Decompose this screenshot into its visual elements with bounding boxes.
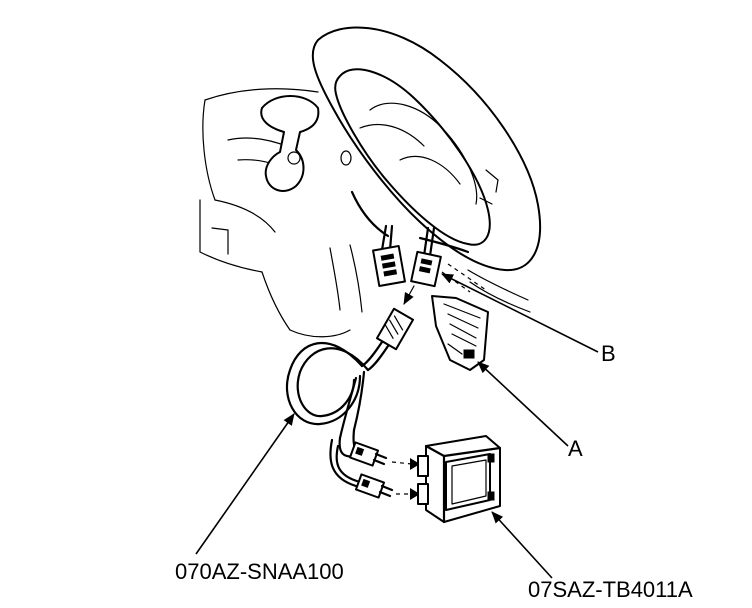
callout-label-a: A — [568, 436, 583, 461]
callout-label-tool-box: 07SAZ-TB4011A — [528, 577, 693, 602]
steering-wheel — [311, 26, 542, 272]
tool-box — [417, 435, 502, 524]
tool-plug-lower — [354, 473, 394, 499]
tool-harness-connector — [375, 307, 415, 351]
plug-in-arrows — [391, 458, 420, 500]
cover-guide-lines — [441, 263, 487, 293]
callout-label-b: B — [601, 341, 616, 366]
column-connector-left — [372, 245, 406, 287]
gear-shift-lever — [260, 95, 320, 192]
connector-b — [410, 250, 442, 288]
callout-label-tool-cable: 070AZ-SNAA100 — [175, 559, 344, 584]
tool-plug-upper — [348, 441, 388, 467]
column-wires — [380, 224, 436, 258]
tool-cable — [285, 340, 390, 488]
callout-leaders — [195, 273, 599, 579]
cover-a — [431, 295, 489, 371]
dashboard-outline — [199, 88, 531, 338]
connection-arrow-b — [403, 285, 415, 305]
